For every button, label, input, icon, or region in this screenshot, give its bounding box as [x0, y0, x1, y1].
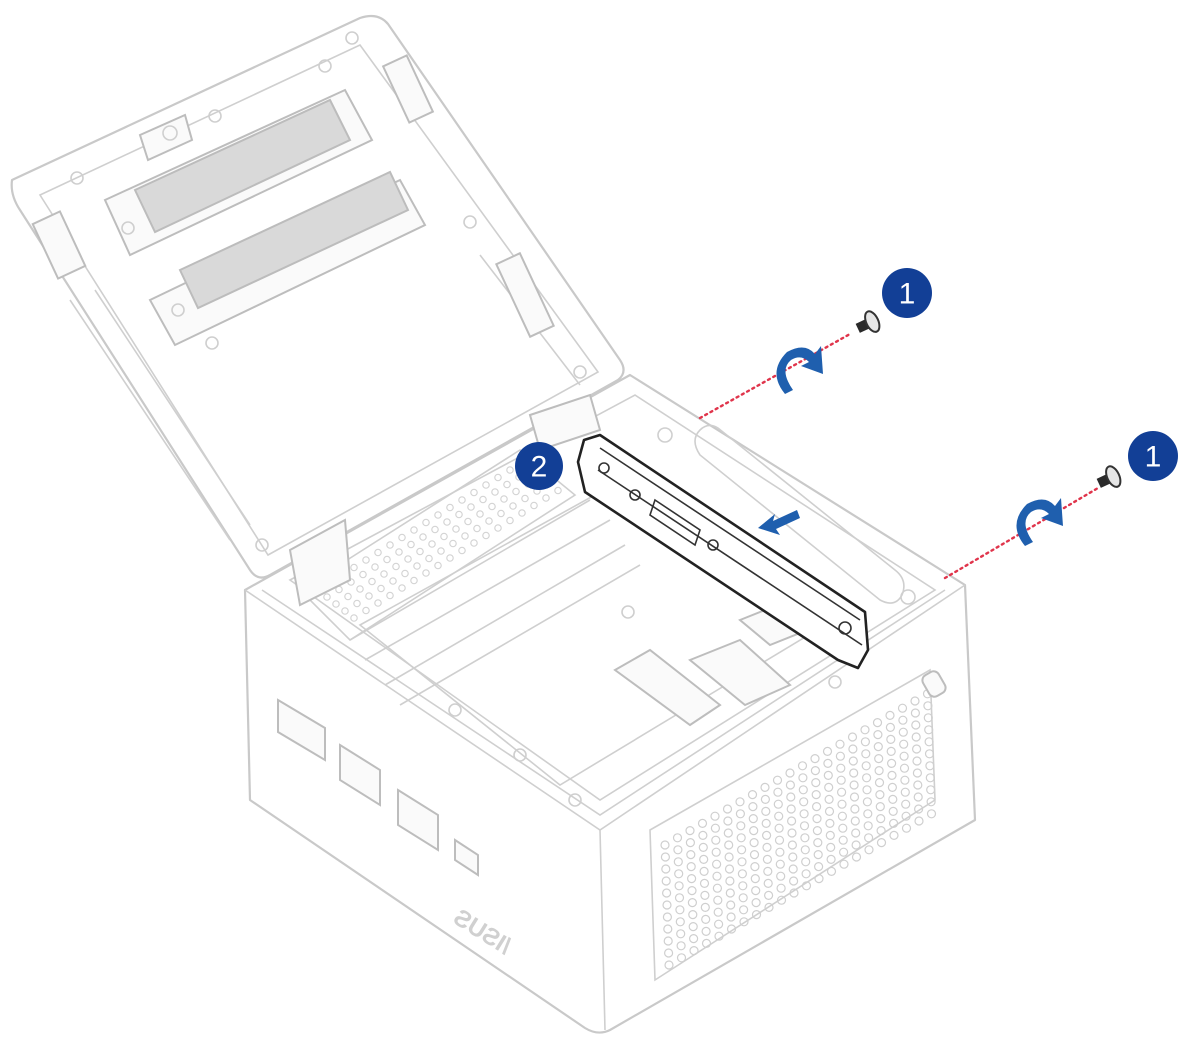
screw-guide-line-2	[943, 486, 1100, 580]
ssd-module-bottom	[148, 170, 427, 347]
screw-icon	[855, 310, 881, 333]
svg-text:1: 1	[1145, 441, 1162, 474]
step-badge-1: 1	[882, 268, 932, 318]
side-vent-grille	[649, 668, 937, 982]
usb-c-port	[454, 838, 479, 877]
screw-guide-line-1	[698, 332, 852, 420]
svg-text:1: 1	[899, 278, 916, 311]
usb-port-1	[339, 743, 381, 807]
usb-port-2	[397, 788, 439, 852]
power-button	[277, 698, 326, 762]
step-badge-1: 1	[1128, 431, 1178, 481]
front-io-ports	[277, 698, 479, 877]
rotate-counterclockwise-arrow-icon	[1016, 498, 1063, 546]
svg-text:2: 2	[531, 451, 548, 484]
chassis-base: /ISUS	[243, 373, 977, 1034]
screw-icon	[1096, 465, 1122, 488]
push-arrow-icon	[758, 510, 800, 535]
step-badge-2: 2	[515, 442, 563, 490]
internal-vent-mesh	[298, 449, 577, 642]
rotate-counterclockwise-arrow-icon	[776, 346, 823, 394]
chassis-lid	[10, 14, 625, 579]
mounting-bracket	[576, 433, 870, 670]
ssd-module-top	[103, 88, 374, 257]
